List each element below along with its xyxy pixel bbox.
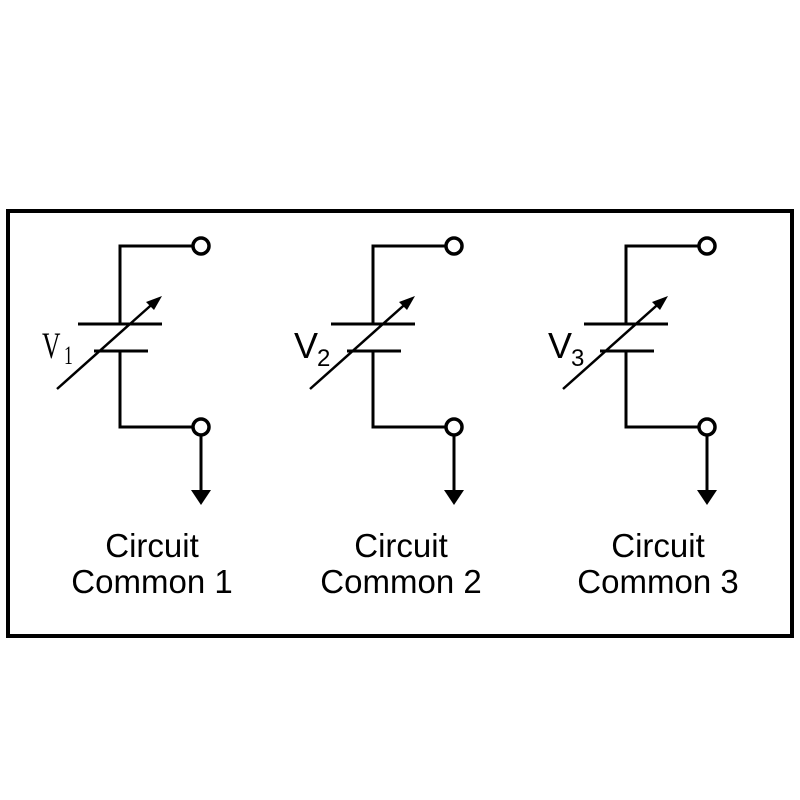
source-2-bottom-wire: [371, 349, 447, 429]
source-1-top-wire: [118, 244, 194, 326]
source-3-bottom-terminal: [697, 417, 717, 437]
source-1-top-terminal: [191, 236, 211, 256]
source-2-top-wire: [371, 244, 447, 326]
source-1-symbol: V: [42, 325, 61, 366]
source-3-top-terminal: [697, 236, 717, 256]
source-1-bottom-terminal: [191, 417, 211, 437]
source-2-ground-arrow-icon: [444, 433, 464, 505]
source-3-caption-line-2: Common 3: [577, 563, 738, 600]
source-2-top-terminal: [444, 236, 464, 256]
source-3-bottom-wire: [624, 349, 700, 429]
source-2-symbol: V: [294, 325, 318, 366]
source-2-subscript: 2: [317, 345, 330, 372]
source-2-caption-line-1: Circuit: [354, 527, 448, 564]
source-3-caption-line-1: Circuit: [611, 527, 705, 564]
voltage-source-1: V 1 Circuit Common 1: [42, 236, 233, 600]
source-2-caption-line-2: Common 2: [320, 563, 481, 600]
voltage-source-3: V 3 Circuit Common 3: [548, 236, 739, 600]
source-1-bottom-wire: [118, 349, 194, 429]
source-3-symbol: V: [548, 325, 572, 366]
source-2-bottom-terminal: [444, 417, 464, 437]
source-1-caption-line-2: Common 1: [71, 563, 232, 600]
source-1-variable-arrow-icon: [56, 296, 162, 390]
source-2-variable-arrow-icon: [309, 296, 415, 390]
source-1-ground-arrow-icon: [191, 433, 211, 505]
source-1-subscript: 1: [64, 340, 73, 369]
source-1-caption-line-1: Circuit: [105, 527, 199, 564]
diagram-frame: [6, 209, 794, 638]
source-3-top-wire: [624, 244, 700, 326]
source-3-ground-arrow-icon: [697, 433, 717, 505]
source-3-variable-arrow-icon: [562, 296, 668, 390]
voltage-source-2: V 2 Circuit Common 2: [294, 236, 482, 600]
source-3-subscript: 3: [571, 345, 584, 372]
